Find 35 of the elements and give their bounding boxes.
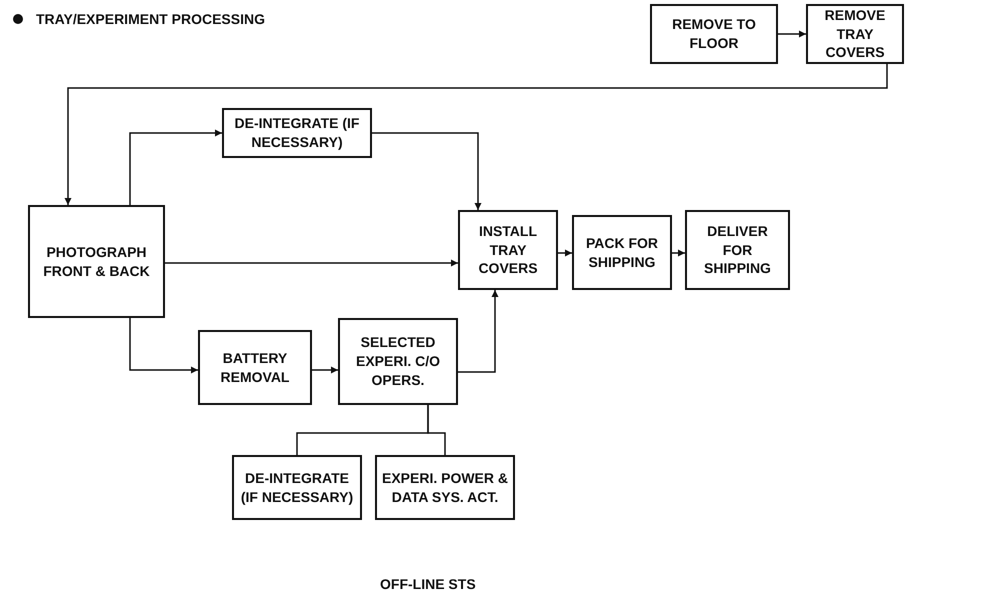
box-label: DE-INTEGRATE (IF NECESSARY) [234, 114, 360, 152]
box-label: EXPERI. POWER & DATA SYS. ACT. [380, 468, 510, 506]
box-label: DELIVER FOR SHIPPING [703, 222, 772, 278]
process-box [338, 318, 458, 405]
arrow [558, 250, 572, 256]
process-box [222, 108, 372, 158]
caption-text: OFF-LINE STS [380, 576, 476, 592]
arrow [312, 366, 338, 374]
process-box [28, 205, 165, 318]
process-box [685, 210, 790, 290]
process-box [198, 330, 312, 405]
arrow [129, 318, 198, 374]
box-label: REMOVE TRAY COVERS [824, 6, 886, 62]
process-box [806, 4, 904, 64]
connector-line [427, 405, 446, 455]
box-label: PHOTOGRAPH FRONT & BACK [42, 242, 151, 280]
process-box [650, 4, 778, 64]
box-label: DE-INTEGRATE (IF NECESSARY) [240, 468, 354, 506]
box-label: PACK FOR SHIPPING [584, 234, 660, 272]
arrow [778, 30, 806, 38]
box-label: INSTALL TRAY COVERS [477, 222, 539, 278]
process-box [458, 210, 558, 290]
box-label: REMOVE TO FLOOR [671, 15, 757, 53]
arrow [458, 290, 498, 373]
box-label: SELECTED EXPERI. C/O OPERS. [354, 333, 442, 390]
arrow [64, 64, 888, 205]
title: TRAY/EXPERIMENT PROCESSING [36, 11, 265, 27]
process-box [572, 215, 672, 290]
arrow [372, 132, 482, 210]
box-label: BATTERY REMOVAL [220, 348, 290, 386]
arrow [129, 130, 222, 205]
arrow [672, 250, 685, 256]
process-box [375, 455, 515, 520]
arrow [165, 260, 458, 266]
process-box [232, 455, 362, 520]
